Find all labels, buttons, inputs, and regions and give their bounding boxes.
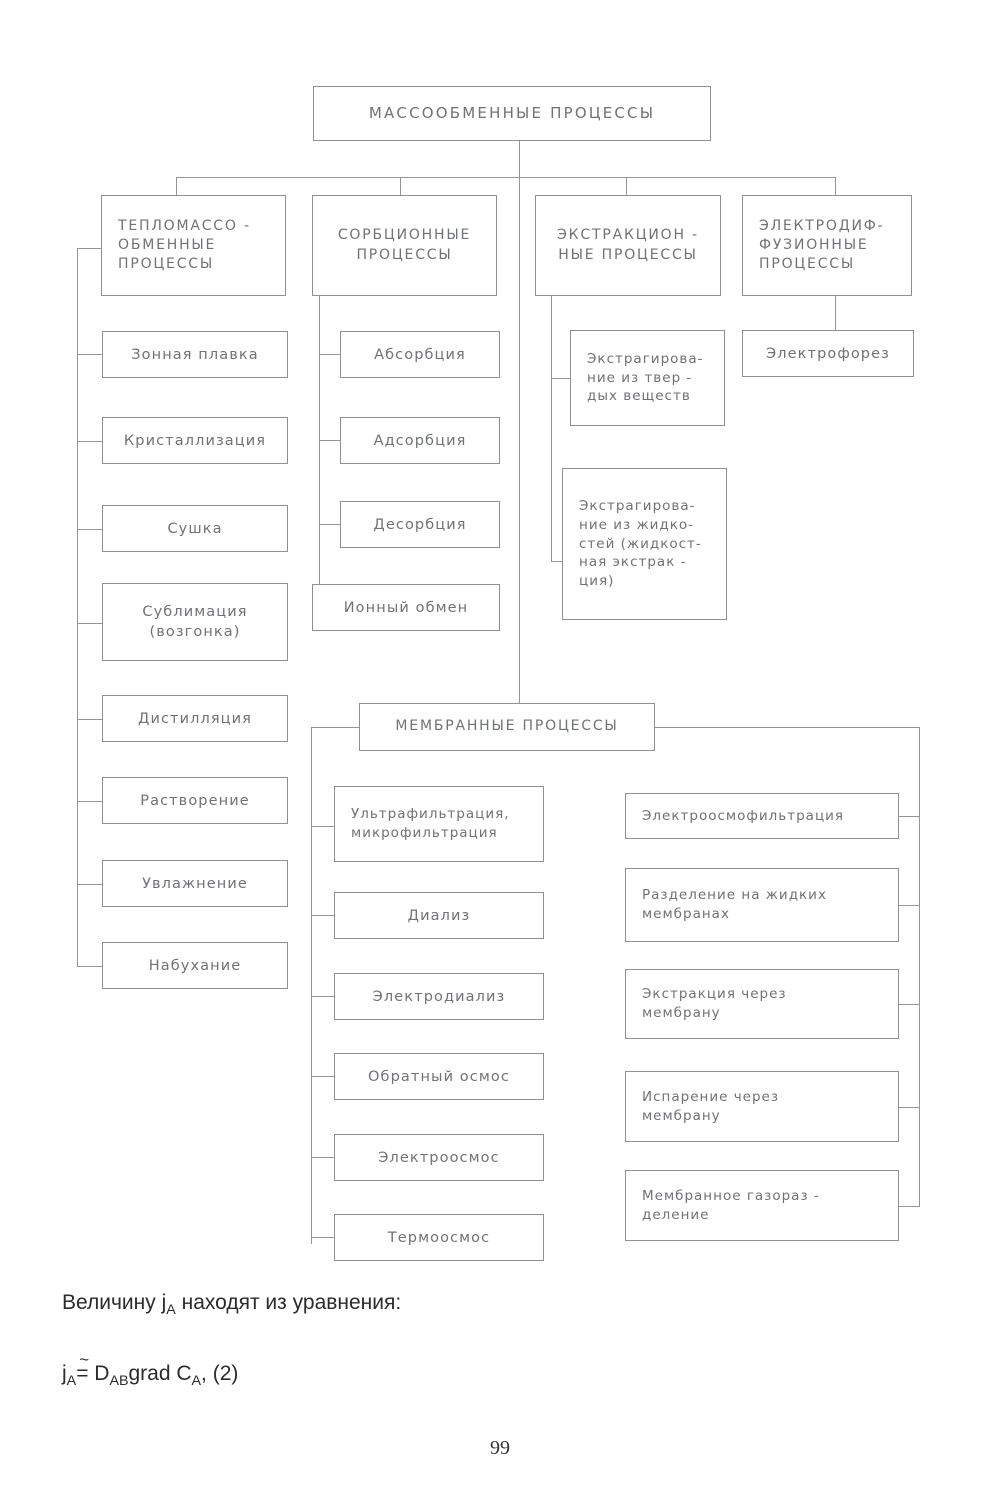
spine-col3	[551, 296, 553, 562]
stub-m-l2	[311, 996, 335, 998]
leaf-elektrodializ: Электродиализ	[334, 973, 544, 1020]
leaf-ekstrakciya-cherez-membranu: Экстракция через мембрану	[625, 969, 899, 1039]
leaf-sublimaciya: Сублимация (возгонка)	[102, 583, 288, 661]
stub-c3-i1	[551, 561, 571, 563]
stub-c1-i4	[77, 719, 103, 721]
stub-m-r3	[898, 1107, 920, 1109]
stub-c1-i7	[77, 966, 103, 968]
stub-c1-i6	[77, 884, 103, 886]
leaf-isparenie-cherez-membranu: Испарение через мембрану	[625, 1071, 899, 1142]
stub-m-r2	[898, 1004, 920, 1006]
spine-membrane-right	[919, 727, 921, 1207]
leaf-obratnyy-osmos: Обратный осмос	[334, 1053, 544, 1100]
leaf-ionnyy-obmen: Ионный обмен	[312, 584, 500, 631]
connector-drop-col1	[176, 177, 178, 195]
connector-drop-col3	[626, 177, 628, 195]
leaf-ekstragirovanie-tverdyh: Экстрагирова- ние из твер - дых веществ	[570, 330, 725, 426]
stub-c2-i2	[319, 524, 341, 526]
column-header-2: СОРБЦИОННЫЕ ПРОЦЕССЫ	[312, 195, 497, 296]
stub-c1-i3	[77, 623, 103, 625]
spine-col1-top	[77, 248, 102, 250]
spine-col2	[319, 296, 321, 602]
page-number: 99	[490, 1437, 510, 1459]
leaf-elektroforez: Электрофорез	[742, 330, 914, 377]
stub-m-l4	[311, 1157, 335, 1159]
spine-col4	[835, 296, 837, 330]
leaf-desorbciya: Десорбция	[340, 501, 500, 548]
leaf-razdelenie-zhidkih-membranah: Разделение на жидких мембранах	[625, 868, 899, 942]
eq-tail: , (2)	[201, 1362, 239, 1385]
stub-m-l5	[311, 1237, 335, 1239]
equation-2: jA= DABgrad CA, (2)	[62, 1362, 239, 1389]
stub-m-l3	[311, 1076, 335, 1078]
spine-col1	[77, 248, 79, 967]
spine-membrane-left	[311, 727, 313, 1244]
connector-membrane-right	[654, 727, 920, 729]
stub-c3-i0	[551, 378, 571, 380]
stub-m-r1	[898, 905, 920, 907]
leaf-uvlazhnenie: Увлажнение	[102, 860, 288, 907]
eq-grad: grad C	[128, 1362, 192, 1385]
leaf-ekstragirovanie-zhidkostey: Экстрагирова- ние из жидко- стей (жидкос…	[562, 468, 727, 620]
connector-root-to-membrane	[519, 177, 521, 703]
leaf-distillyaciya: Дистилляция	[102, 695, 288, 742]
stub-c1-i1	[77, 441, 103, 443]
leaf-elektroosmos: Электроосмос	[334, 1134, 544, 1181]
stub-c1-i0	[77, 354, 103, 356]
leaf-nabukhanie: Набухание	[102, 942, 288, 989]
leaf-ultrafiltraciya: Ультрафильтрация, микрофильтрация	[334, 786, 544, 862]
leaf-absorbciya: Абсорбция	[340, 331, 500, 378]
root-node: МАССООБМЕННЫЕ ПРОЦЕССЫ	[313, 86, 711, 141]
intro-text-1: Величину j	[62, 1291, 167, 1314]
leaf-rastvorenie: Растворение	[102, 777, 288, 824]
connector-main-bus	[176, 177, 836, 179]
column-header-3: ЭКСТРАКЦИОН - НЫЕ ПРОЦЕССЫ	[535, 195, 721, 296]
eq-j: j	[62, 1362, 67, 1385]
intro-subscript: A	[166, 1301, 176, 1318]
eq-d: D	[88, 1362, 110, 1385]
eq-equals: =	[76, 1362, 88, 1385]
stub-c1-i5	[77, 801, 103, 803]
intro-sentence: Величину jA находят из уравнения:	[62, 1291, 402, 1318]
leaf-membrannoe-gazorazdelenie: Мембранное газораз - деление	[625, 1170, 899, 1241]
connector-drop-col4	[835, 177, 837, 195]
eq-d-sub: AB	[109, 1372, 129, 1389]
connector-drop-col2	[400, 177, 402, 195]
leaf-sushka: Сушка	[102, 505, 288, 552]
stub-m-l1	[311, 915, 335, 917]
membrane-header: МЕМБРАННЫЕ ПРОЦЕССЫ	[359, 703, 655, 751]
stub-m-l0	[311, 826, 335, 828]
leaf-adsorbciya: Адсорбция	[340, 417, 500, 464]
leaf-elektroosmofiltraciya: Электроосмофильтрация	[625, 793, 899, 839]
stub-c1-i2	[77, 529, 103, 531]
connector-root-down	[519, 141, 521, 178]
eq-j-sub: A	[66, 1372, 77, 1389]
column-header-4: ЭЛЕКТРОДИФ- ФУЗИОННЫЕ ПРОЦЕССЫ	[742, 195, 912, 296]
column-header-1: ТЕПЛОМАССО - ОБМЕННЫЕ ПРОЦЕССЫ	[101, 195, 286, 296]
leaf-dializ: Диализ	[334, 892, 544, 939]
stub-c2-i0	[319, 354, 341, 356]
connector-membrane-left	[311, 727, 360, 729]
stub-m-r4	[898, 1206, 920, 1208]
stub-m-r0	[898, 816, 920, 818]
stub-c2-i1	[319, 440, 341, 442]
leaf-zonnaya-plavka: Зонная плавка	[102, 331, 288, 378]
leaf-kristallizaciya: Кристаллизация	[102, 417, 288, 464]
intro-text-2: находят из уравнения:	[175, 1291, 402, 1314]
leaf-termoosmos: Термоосмос	[334, 1214, 544, 1261]
eq-c-sub: A	[191, 1372, 202, 1389]
